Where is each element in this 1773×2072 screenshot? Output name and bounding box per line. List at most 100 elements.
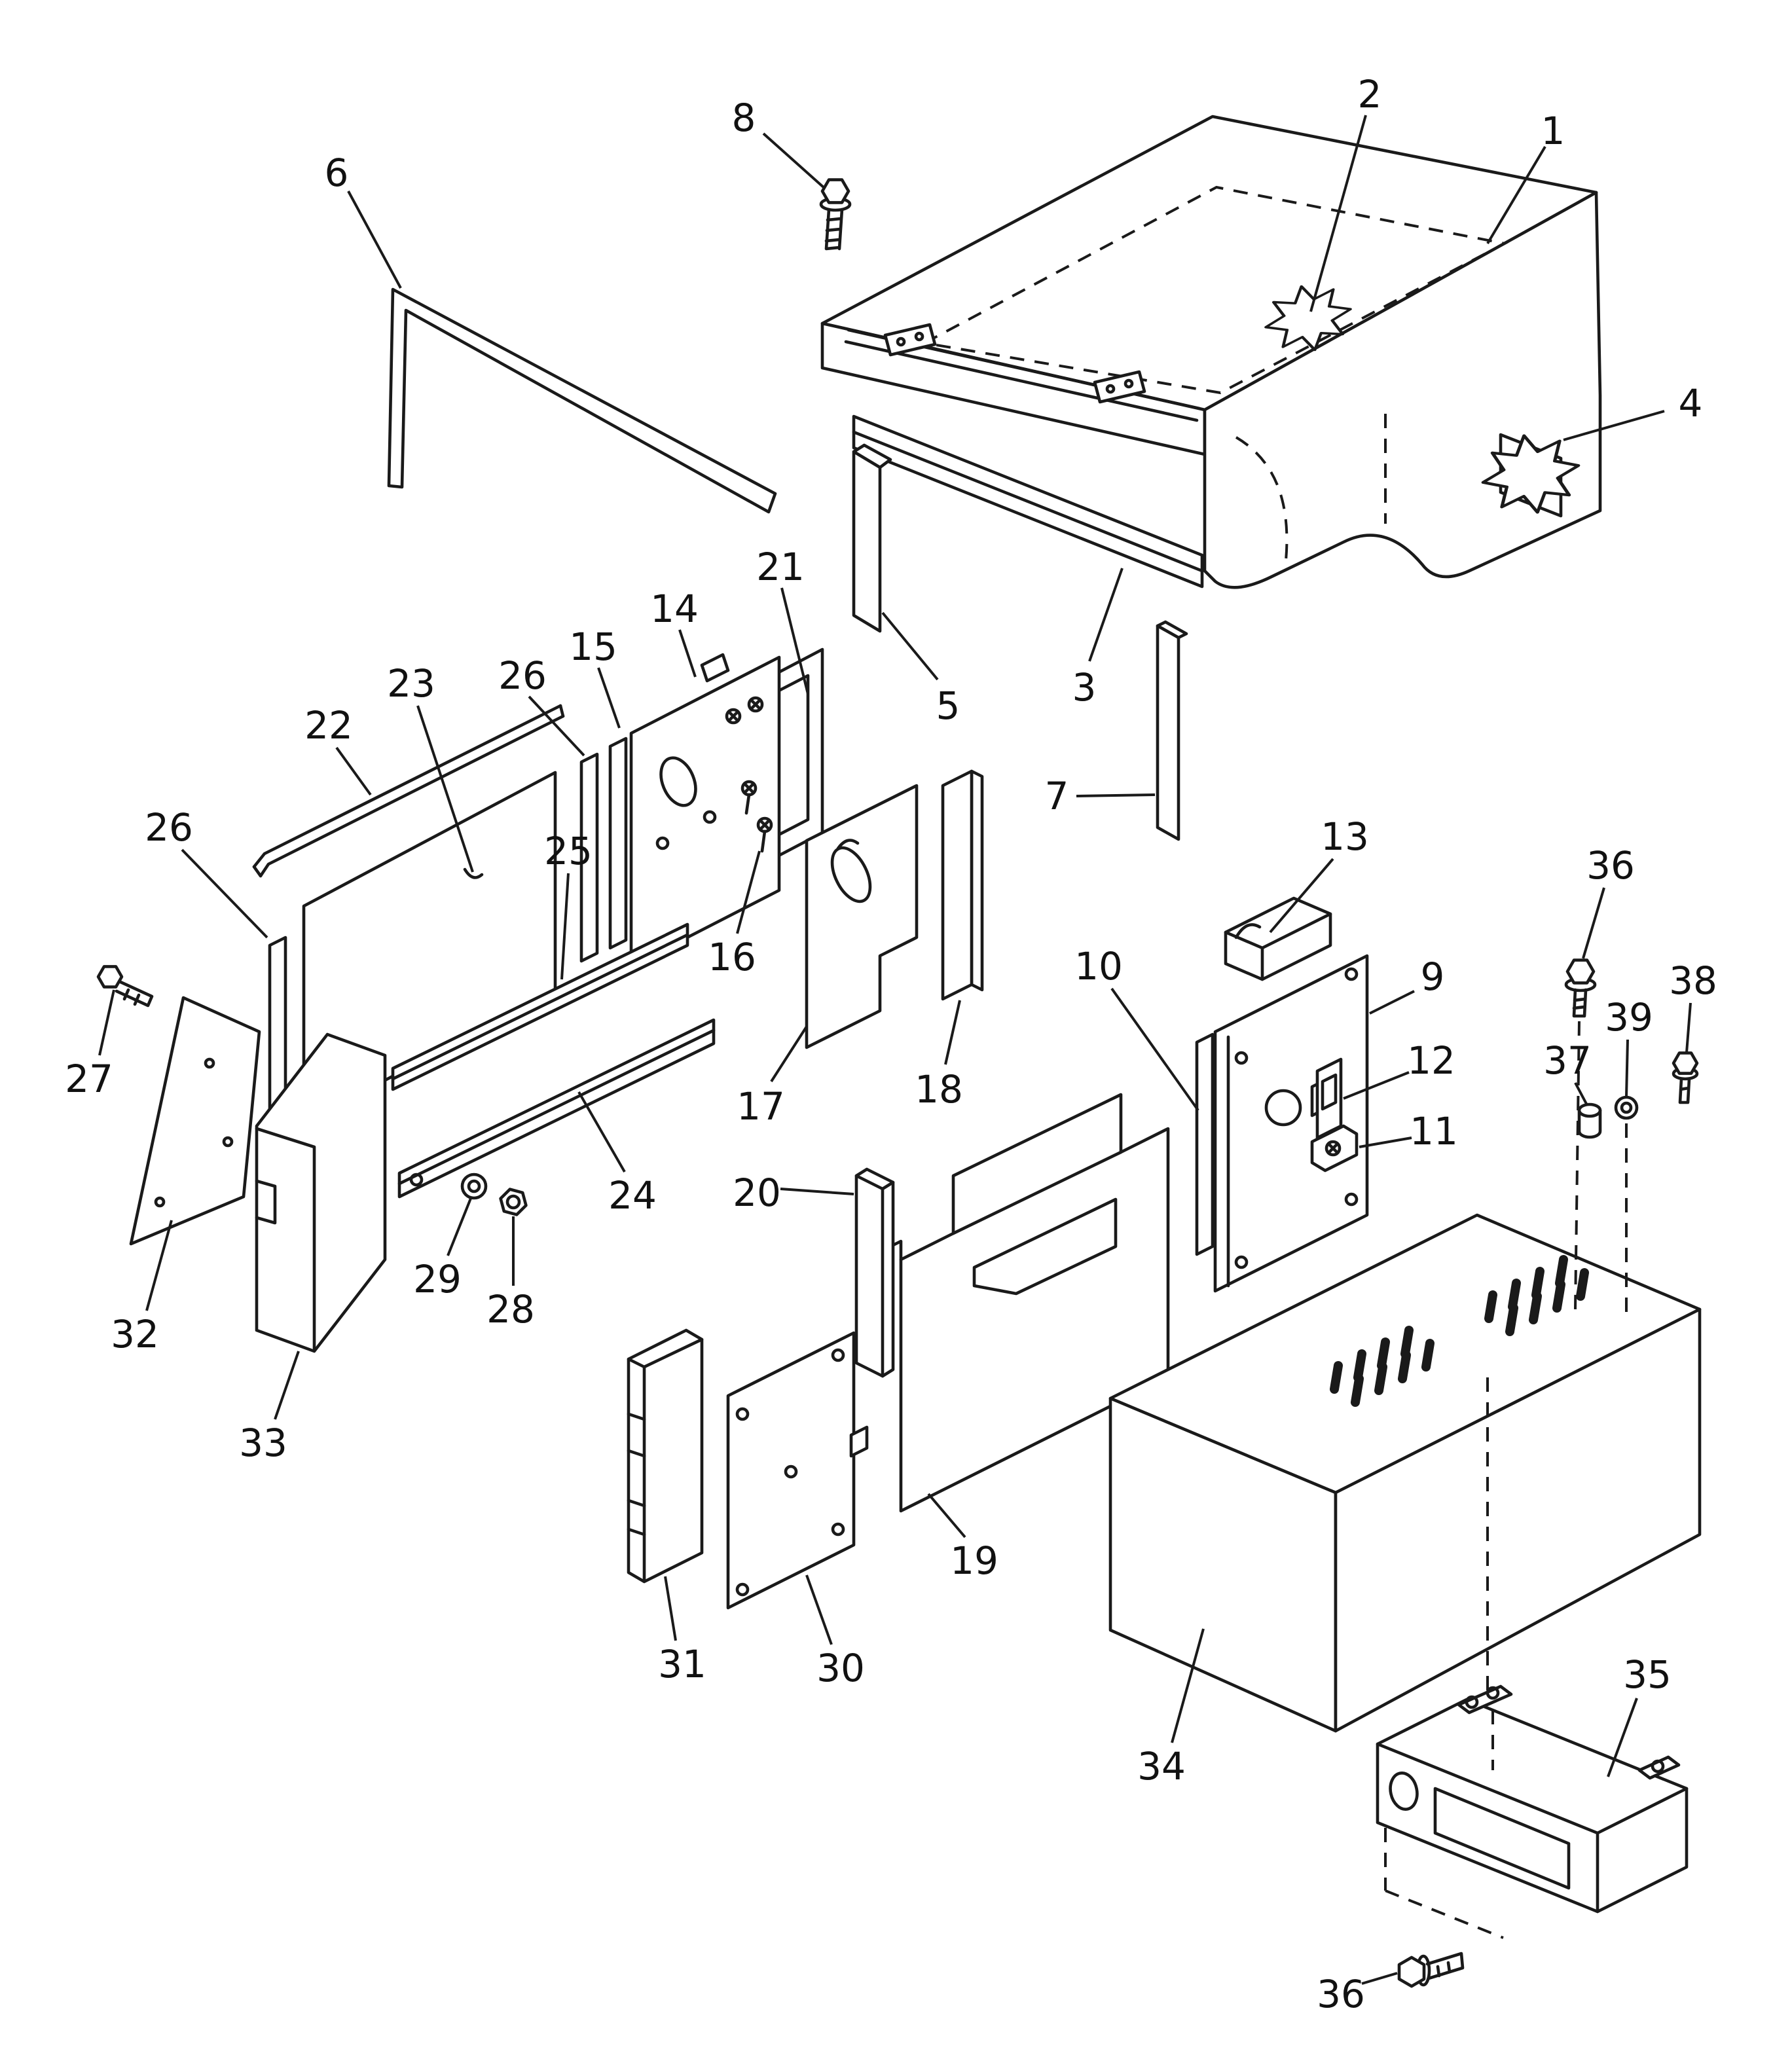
part-label-26-14: 26 <box>145 805 193 850</box>
part-label-25-15: 25 <box>544 829 593 873</box>
leader-line-part-16-16 <box>736 850 761 934</box>
part-label-24-30: 24 <box>608 1173 657 1218</box>
part-label-16-16: 16 <box>708 935 756 979</box>
part-18-bar <box>941 769 984 1001</box>
leader-line-part-35-39 <box>1607 1698 1638 1777</box>
part-19-duct-panel <box>888 1093 1170 1513</box>
part-label-26-11: 26 <box>498 653 547 698</box>
part-27-bolt <box>96 965 154 1008</box>
part-label-21-8: 21 <box>756 545 805 589</box>
part-label-33-34: 33 <box>239 1421 287 1465</box>
leader-line-part-32-33 <box>145 1220 173 1311</box>
leader-line-part-8-0 <box>762 132 826 190</box>
leader-line-part-27-28 <box>98 989 115 1056</box>
part-label-34-38: 34 <box>1137 1744 1186 1789</box>
part-34-box <box>1108 1213 1702 1743</box>
part-label-12-25: 12 <box>1407 1038 1455 1083</box>
part-16-screws <box>740 780 773 853</box>
part-36-bolt-bottom <box>1397 1952 1465 1988</box>
part-32-sheet <box>129 996 261 1246</box>
part-35-bracket <box>1376 1684 1689 1939</box>
leader-line-part-15-10 <box>597 667 621 729</box>
leader-line-part-11-27 <box>1359 1136 1412 1148</box>
part-38-bolt <box>1672 1051 1699 1104</box>
leader-line-part-31-36 <box>664 1576 677 1641</box>
part-36-bolt-top <box>1564 958 1597 1018</box>
part-label-19-35: 19 <box>950 1538 998 1583</box>
part-label-32-33: 32 <box>111 1312 159 1356</box>
part-17-panel <box>805 784 919 1049</box>
part-label-36-20: 36 <box>1586 843 1635 888</box>
leader-line-part-22-13 <box>335 746 372 796</box>
leader-line-part-19-35 <box>927 1493 966 1538</box>
part-label-27-28: 27 <box>65 1057 113 1101</box>
leader-line-part-14-9 <box>678 629 697 678</box>
part-label-7-7: 7 <box>1045 774 1069 818</box>
part-label-30-37: 30 <box>816 1646 865 1690</box>
part-31-panel <box>627 1328 704 1584</box>
part-label-22-13: 22 <box>304 703 353 748</box>
leader-line-part-39-24 <box>1625 1039 1629 1098</box>
leader-line-part-1-2 <box>1486 145 1546 245</box>
part-2-grommet <box>1264 285 1352 352</box>
part-12-bracket <box>1315 1057 1343 1140</box>
part-6-trim-rod <box>387 287 777 514</box>
leader-line-part-29-31 <box>447 1196 473 1256</box>
part-22-rod <box>252 704 565 878</box>
part-30-sheet <box>726 1331 869 1610</box>
leader-line-part-2-1 <box>1309 115 1367 312</box>
part-label-11-27: 11 <box>1410 1109 1458 1154</box>
part-label-39-24: 39 <box>1605 995 1653 1040</box>
part-label-23-12: 23 <box>387 661 435 706</box>
leader-line-part-33-34 <box>274 1351 300 1420</box>
part-5-post <box>852 443 892 633</box>
leader-line-part-5-5 <box>881 611 939 681</box>
part-4-grommet <box>1481 434 1581 514</box>
part-label-18-18: 18 <box>915 1067 963 1112</box>
leader-line-part-36-40 <box>1361 1972 1398 1985</box>
leader-line-part-6-3 <box>347 191 402 289</box>
part-8-bolt <box>819 178 852 251</box>
part-label-14-9: 14 <box>650 587 699 631</box>
part-29-washer <box>460 1172 488 1200</box>
part-label-17-17: 17 <box>737 1084 785 1129</box>
part-label-31-36: 31 <box>658 1642 706 1686</box>
leader-line-part-3-6 <box>1088 568 1124 662</box>
part-label-13-19: 13 <box>1321 814 1369 859</box>
leader-line-part-21-8 <box>780 587 809 695</box>
part-20-bar <box>854 1167 895 1378</box>
leader-line-part-12-25 <box>1343 1071 1410 1100</box>
part-37-spacer <box>1577 1102 1602 1139</box>
part-label-1-2: 1 <box>1541 109 1565 153</box>
leader-line-part-20-29 <box>780 1188 854 1195</box>
part-10-strip <box>1195 1032 1215 1256</box>
part-25-rail <box>391 922 689 1091</box>
part-label-35-39: 35 <box>1623 1652 1672 1697</box>
vent-slots <box>1330 1255 1589 1407</box>
leader-line-part-25-15 <box>560 873 570 980</box>
leader-line-part-18-18 <box>944 1000 961 1065</box>
part-28-nut <box>499 1188 528 1216</box>
part-15-strip <box>608 736 628 950</box>
leader-line-part-7-7 <box>1076 793 1156 797</box>
part-label-10-21: 10 <box>1074 944 1123 989</box>
part-24-rail <box>397 1018 716 1199</box>
part-label-36-40: 36 <box>1317 1972 1365 2016</box>
part-label-9-22: 9 <box>1421 954 1445 999</box>
leader-line-part-36-20 <box>1582 887 1605 959</box>
leader-line-part-23-12 <box>416 705 474 873</box>
leader-line-part-24-30 <box>577 1091 626 1172</box>
part-label-38-23: 38 <box>1669 958 1717 1003</box>
leader-line-part-26-14 <box>181 848 268 939</box>
leader-line-part-4-4 <box>1563 410 1665 441</box>
leader-line-part-30-37 <box>805 1574 833 1645</box>
leader-line-part-10-21 <box>1110 987 1199 1112</box>
part-label-15-10: 15 <box>569 625 617 669</box>
leader-line-part-38-23 <box>1685 1002 1692 1053</box>
part-33-panel <box>255 1032 387 1353</box>
part-label-28-32: 28 <box>486 1287 535 1332</box>
part-label-4-4: 4 <box>1679 381 1703 426</box>
